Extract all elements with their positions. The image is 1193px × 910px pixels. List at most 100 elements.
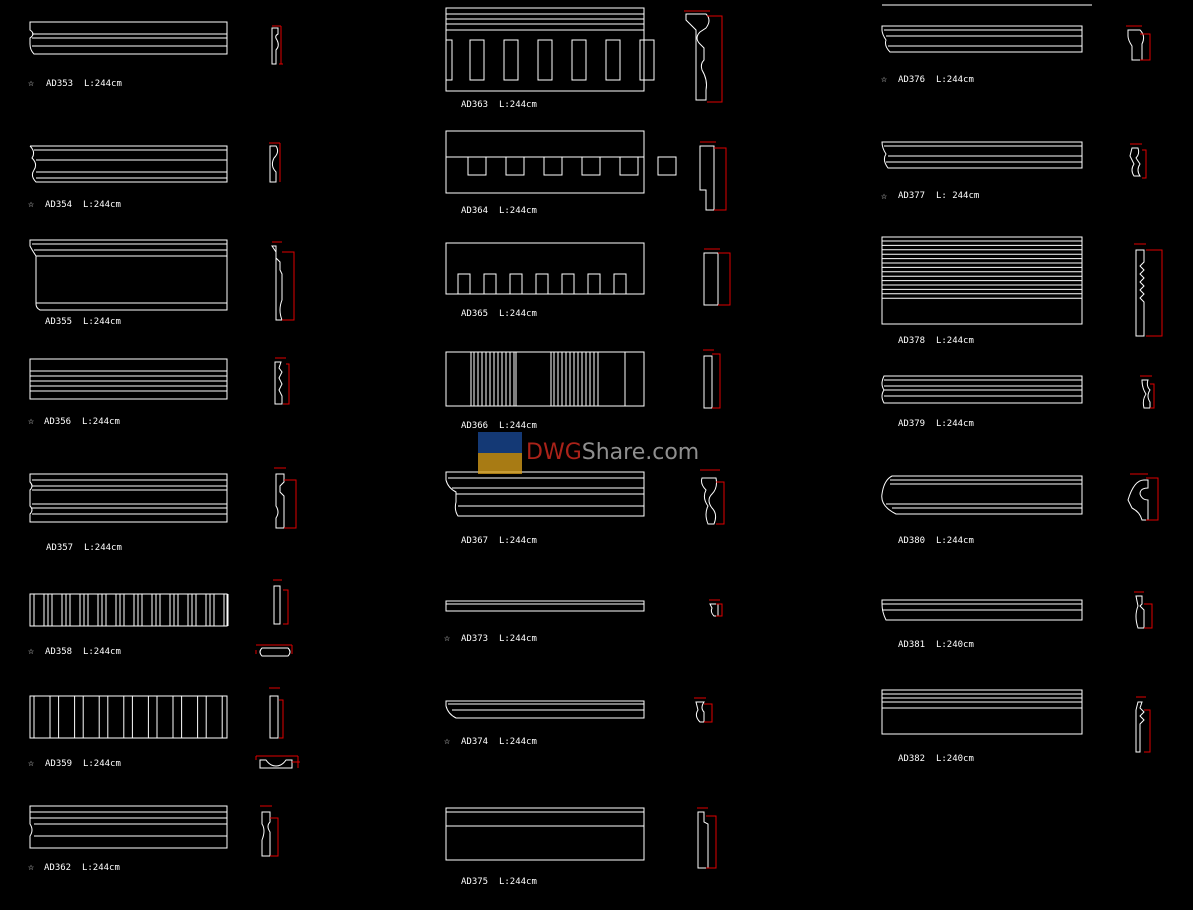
star-icon: ☆ — [881, 74, 888, 85]
molding-elevation-ad354 — [29, 145, 228, 183]
item-code: AD380 — [898, 536, 926, 546]
star-icon: ☆ — [28, 416, 35, 427]
molding-profile-ad364 — [699, 141, 727, 211]
item-length: 244cm — [509, 206, 537, 216]
length-prefix: L: — [498, 309, 510, 319]
item-label-ad376: AD376 L:244cm — [898, 75, 974, 85]
molding-elevation-ad375 — [445, 807, 645, 861]
length-prefix: L: — [81, 863, 93, 873]
molding-elevation-ad367 — [445, 471, 645, 517]
molding-elevation-ad379 — [881, 375, 1083, 404]
length-prefix: L: — [498, 536, 510, 546]
item-label-ad364: AD364 L:244cm — [461, 206, 537, 216]
length-prefix: L: — [82, 200, 94, 210]
item-label-ad381: AD381 L:240cm — [898, 640, 974, 650]
item-code: AD377 — [898, 191, 926, 201]
molding-elevation-ad362 — [29, 805, 228, 849]
item-label-ad375: AD375 L:244cm — [461, 877, 537, 887]
length-prefix: L: — [935, 640, 947, 650]
item-code: AD364 — [461, 206, 489, 216]
item-code: AD376 — [898, 75, 926, 85]
item-length: 244cm — [92, 863, 120, 873]
item-label-ad353: AD353 L:244cm — [46, 79, 122, 89]
item-code: AD375 — [461, 877, 489, 887]
molding-elevation-ad374 — [445, 700, 645, 719]
molding-profile-ad367 — [700, 469, 725, 525]
item-label-ad365: AD365 L:244cm — [461, 309, 537, 319]
length-prefix: L: — [498, 737, 510, 747]
molding-elevation-ad366 — [445, 351, 645, 407]
dentil-block — [467, 156, 487, 176]
item-code: AD358 — [45, 647, 73, 657]
molding-profile-ad382 — [1135, 696, 1151, 753]
length-prefix: L: — [498, 421, 510, 431]
item-code: AD362 — [44, 863, 72, 873]
item-code: AD365 — [461, 309, 489, 319]
item-length: 244cm — [946, 75, 974, 85]
molding-profile-ad359 — [255, 687, 300, 769]
length-prefix: L: — [498, 206, 510, 216]
item-label-ad354: AD354 L:244cm — [45, 200, 121, 210]
molding-elevation-ad357 — [29, 473, 228, 523]
length-prefix: L: — [935, 75, 947, 85]
molding-elevation-ad381 — [881, 599, 1083, 621]
molding-elevation-ad355 — [29, 239, 228, 311]
item-length: 244cm — [92, 417, 120, 427]
item-length: 244cm — [93, 317, 121, 327]
star-icon: ☆ — [444, 633, 451, 644]
item-length: 244cm — [93, 759, 121, 769]
dentil-block — [657, 156, 677, 176]
star-icon: ☆ — [28, 758, 35, 769]
watermark-brand: DWG — [526, 440, 582, 465]
item-label-ad378: AD378 L:244cm — [898, 336, 974, 346]
dentil-block — [445, 39, 453, 81]
molding-elevation-ad382 — [881, 689, 1083, 735]
item-code: AD354 — [45, 200, 73, 210]
item-length: 244cm — [946, 536, 974, 546]
item-code: AD357 — [46, 543, 74, 553]
molding-elevation-ad353 — [29, 21, 228, 55]
item-label-ad382: AD382 L:240cm — [898, 754, 974, 764]
star-icon: ☆ — [28, 78, 35, 89]
length-prefix: L: — [83, 79, 95, 89]
item-label-ad359: AD359 L:244cm — [45, 759, 121, 769]
molding-profile-ad375 — [697, 807, 717, 869]
dentil-block — [561, 273, 575, 295]
item-length: 244cm — [509, 634, 537, 644]
length-prefix: L: — [935, 536, 947, 546]
item-label-ad367: AD367 L:244cm — [461, 536, 537, 546]
molding-profile-ad366 — [703, 349, 721, 409]
star-icon: ☆ — [28, 646, 35, 657]
item-code: AD374 — [461, 737, 489, 747]
dentil-block — [509, 273, 523, 295]
item-label-ad363: AD363 L:244cm — [461, 100, 537, 110]
length-prefix: L: — [498, 100, 510, 110]
item-length: 244cm — [509, 100, 537, 110]
molding-profile-ad380 — [1127, 473, 1159, 521]
length-prefix: L: — [935, 191, 947, 201]
item-code: AD382 — [898, 754, 926, 764]
dentil-block — [483, 273, 497, 295]
molding-profile-ad356 — [274, 357, 290, 405]
item-length: 244cm — [946, 336, 974, 346]
item-label-ad379: AD379 L:244cm — [898, 419, 974, 429]
item-code: AD355 — [45, 317, 73, 327]
item-code: AD381 — [898, 640, 926, 650]
item-label-ad358: AD358 L:244cm — [45, 647, 121, 657]
item-length: 240cm — [946, 754, 974, 764]
item-code: AD366 — [461, 421, 489, 431]
item-label-ad355: AD355 L:244cm — [45, 317, 121, 327]
item-length: 244cm — [509, 877, 537, 887]
molding-profile-ad363 — [684, 10, 723, 103]
length-prefix: L: — [498, 634, 510, 644]
molding-profile-ad362 — [260, 805, 279, 857]
dentil-block — [505, 156, 525, 176]
molding-elevation-ad364 — [445, 130, 677, 194]
item-length: 244cm — [93, 647, 121, 657]
length-prefix: L: — [82, 759, 94, 769]
molding-profile-ad376 — [1126, 25, 1151, 61]
item-code: AD356 — [44, 417, 72, 427]
molding-elevation-ad377 — [881, 141, 1083, 169]
molding-profile-ad355 — [271, 241, 295, 321]
